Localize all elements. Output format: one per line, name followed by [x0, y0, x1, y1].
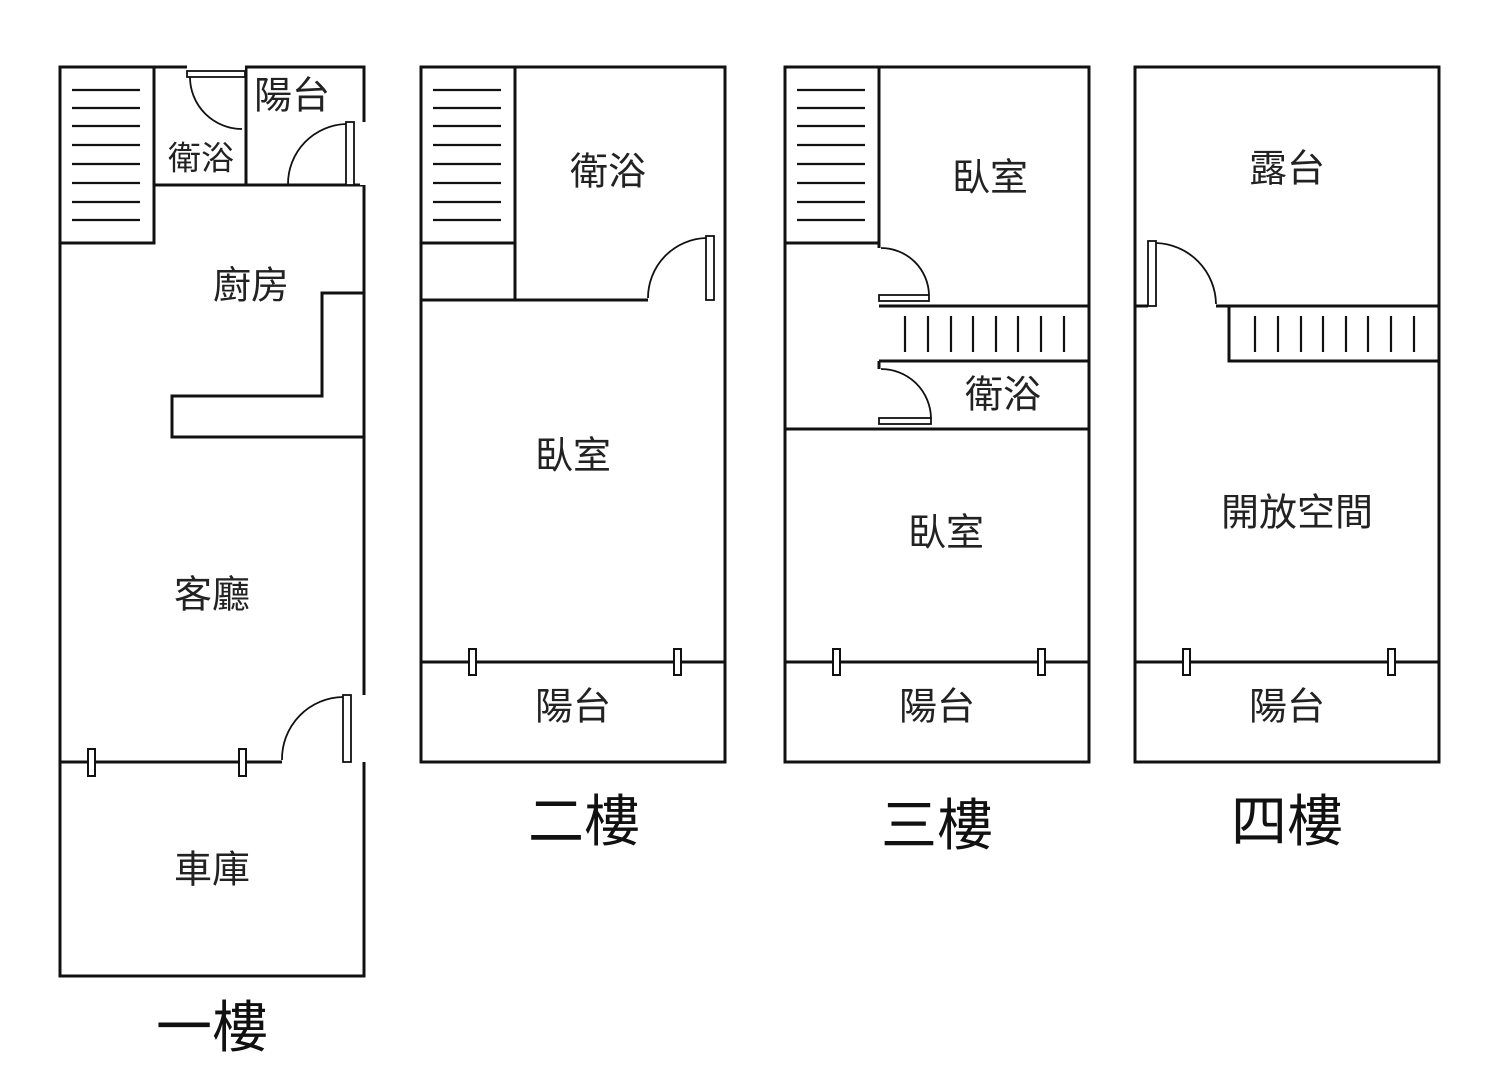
1f-outline [58, 65, 366, 978]
floor-title-3f: 三樓 [881, 794, 993, 859]
4f-room-terrace: 露台 [1249, 147, 1325, 191]
4f-terrace-door-swing [1155, 242, 1217, 305]
3f-bedroom-door [878, 294, 930, 302]
1f-room-bath: 衛浴 [168, 139, 234, 178]
3f-outline [783, 65, 1091, 764]
2f-outline [419, 65, 727, 764]
4f-room-balcony: 陽台 [1249, 685, 1325, 729]
1f-room-living: 客廳 [174, 573, 250, 617]
3f-bath-door [878, 417, 932, 425]
floor-title-1f: 一樓 [156, 996, 268, 1061]
floor-plan-2f: 衛浴 臥室 陽台 二樓 [419, 65, 727, 855]
floor-title-2f: 二樓 [528, 790, 640, 855]
1f-window [87, 748, 96, 777]
3f-window [1037, 648, 1046, 676]
1f-stair-treads [72, 88, 140, 222]
1f-kitchen-counter [170, 291, 364, 439]
2f-room-bedroom: 臥室 [535, 434, 611, 478]
4f-terrace-door [1147, 240, 1157, 307]
1f-room-balcony: 陽台 [254, 74, 330, 118]
3f-room-bedroom-north: 臥室 [952, 156, 1028, 200]
4f-window [1387, 648, 1396, 676]
3f-stairs [783, 65, 881, 245]
1f-living-door [342, 694, 352, 763]
3f-window [832, 648, 841, 676]
3f-stair-treads-horizontal [903, 316, 1066, 352]
1f-room-kitchen: 廚房 [213, 264, 289, 308]
2f-bath-door-swing [647, 237, 707, 299]
4f-window [1182, 648, 1191, 676]
3f-stair-treads [797, 88, 865, 222]
2f-room-balcony: 陽台 [535, 685, 611, 729]
floor-plan-1f: 陽台 衛浴 廚房 客廳 車庫 一樓 [58, 64, 368, 1061]
2f-window [468, 648, 477, 676]
4f-outline [1133, 65, 1441, 764]
floor-plan-4f: 露台 開放空間 陽台 四樓 [1133, 65, 1441, 855]
2f-room-bath: 衛浴 [570, 150, 646, 194]
4f-stairs [1227, 306, 1439, 363]
3f-room-bath: 衛浴 [965, 373, 1041, 417]
3f-bedroom-door-swing [880, 247, 930, 296]
floor-plan-3f: 臥室 衛浴 臥室 陽台 三樓 [783, 65, 1091, 859]
2f-bath-door [705, 235, 715, 301]
3f-bath-door-swing [880, 368, 932, 419]
3f-room-balcony: 陽台 [899, 685, 975, 729]
1f-room-garage: 車庫 [174, 848, 250, 892]
1f-bath-door-swing [189, 76, 243, 130]
2f-stair-treads [433, 88, 501, 222]
floor-title-4f: 四樓 [1231, 790, 1343, 855]
4f-stair-treads [1253, 316, 1416, 352]
1f-living-door-swing [281, 696, 344, 761]
1f-balcony-door [345, 121, 355, 186]
3f-room-bedroom-south: 臥室 [908, 511, 984, 555]
2f-window [673, 648, 682, 676]
4f-room-open-space: 開放空間 [1221, 491, 1373, 535]
1f-window [238, 748, 247, 777]
1f-stairs [58, 65, 156, 245]
1f-bath-door [186, 70, 246, 78]
2f-stairs [419, 65, 517, 245]
1f-balcony-door-swing [287, 123, 347, 185]
